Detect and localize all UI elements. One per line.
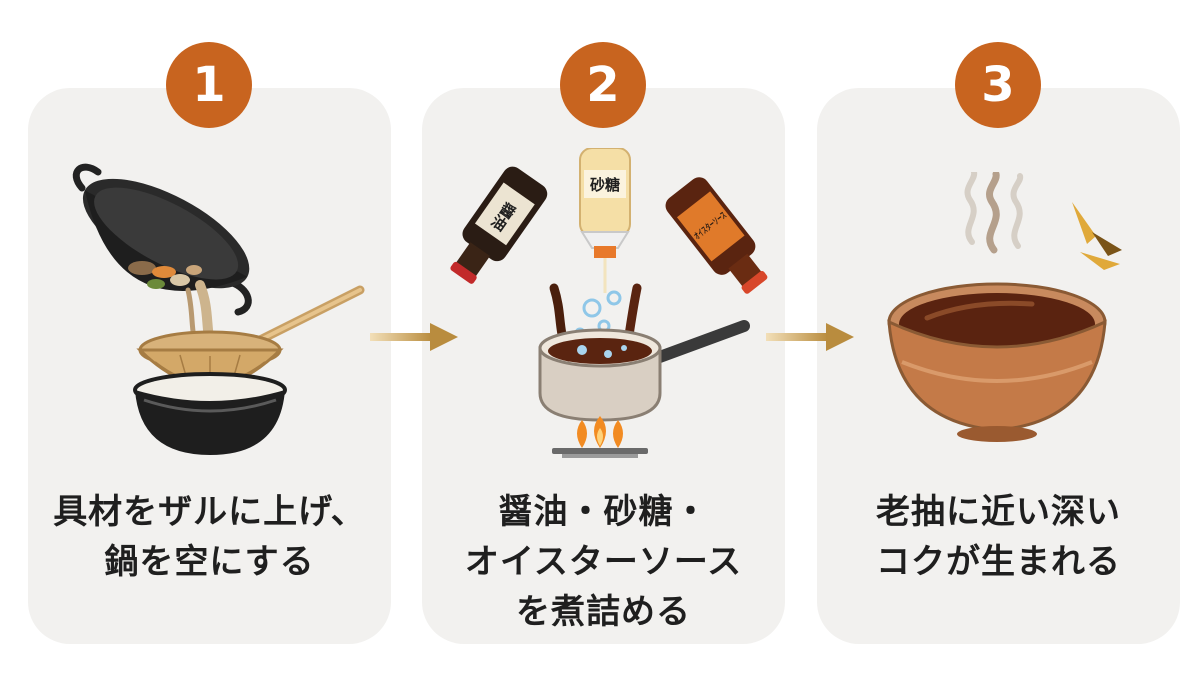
strainer-icon — [136, 285, 365, 396]
bowl-icon — [133, 372, 287, 455]
step-caption-2: 醤油・砂糖・ オイスターソース を煮詰める — [422, 487, 785, 637]
caption-line: 醤油・砂糖・ — [498, 492, 709, 532]
sauce-bowl-icon — [887, 282, 1107, 442]
caption-line: 具材をザルに上げ、 — [53, 492, 366, 532]
step-number-badge-3: 3 — [955, 42, 1041, 128]
step-number-badge-2: 2 — [560, 42, 646, 128]
caption-line: オイスターソース — [464, 542, 743, 582]
caption-line: 鍋を空にする — [104, 542, 315, 582]
bottle-icon: 醤油 — [450, 166, 548, 284]
arrow-right-icon — [370, 323, 458, 351]
drain-illustration — [72, 163, 365, 455]
saucepan-icon — [538, 320, 750, 422]
step-number-badge-1: 1 — [166, 42, 252, 128]
step-caption-3: 老抽に近い深い コクが生まれる — [817, 487, 1180, 587]
bottle-icon: 砂糖 — [579, 148, 631, 258]
simmer-illustration: 醤油 砂糖 オイスターソース — [450, 148, 768, 458]
caption-line: を煮詰める — [516, 592, 691, 632]
stove-flame-icon — [552, 416, 648, 458]
caption-line: 老抽に近い深い — [876, 492, 1121, 532]
steam-icon — [964, 172, 1024, 254]
step-caption-1: 具材をザルに上げ、 鍋を空にする — [28, 487, 391, 587]
bottle-icon: オイスターソース — [665, 177, 768, 294]
arrow-right-icon — [766, 323, 854, 351]
wok-icon — [72, 163, 252, 316]
sugar-bottle-label: 砂糖 — [590, 176, 620, 194]
result-illustration — [887, 172, 1122, 442]
caption-line: コクが生まれる — [876, 542, 1121, 582]
